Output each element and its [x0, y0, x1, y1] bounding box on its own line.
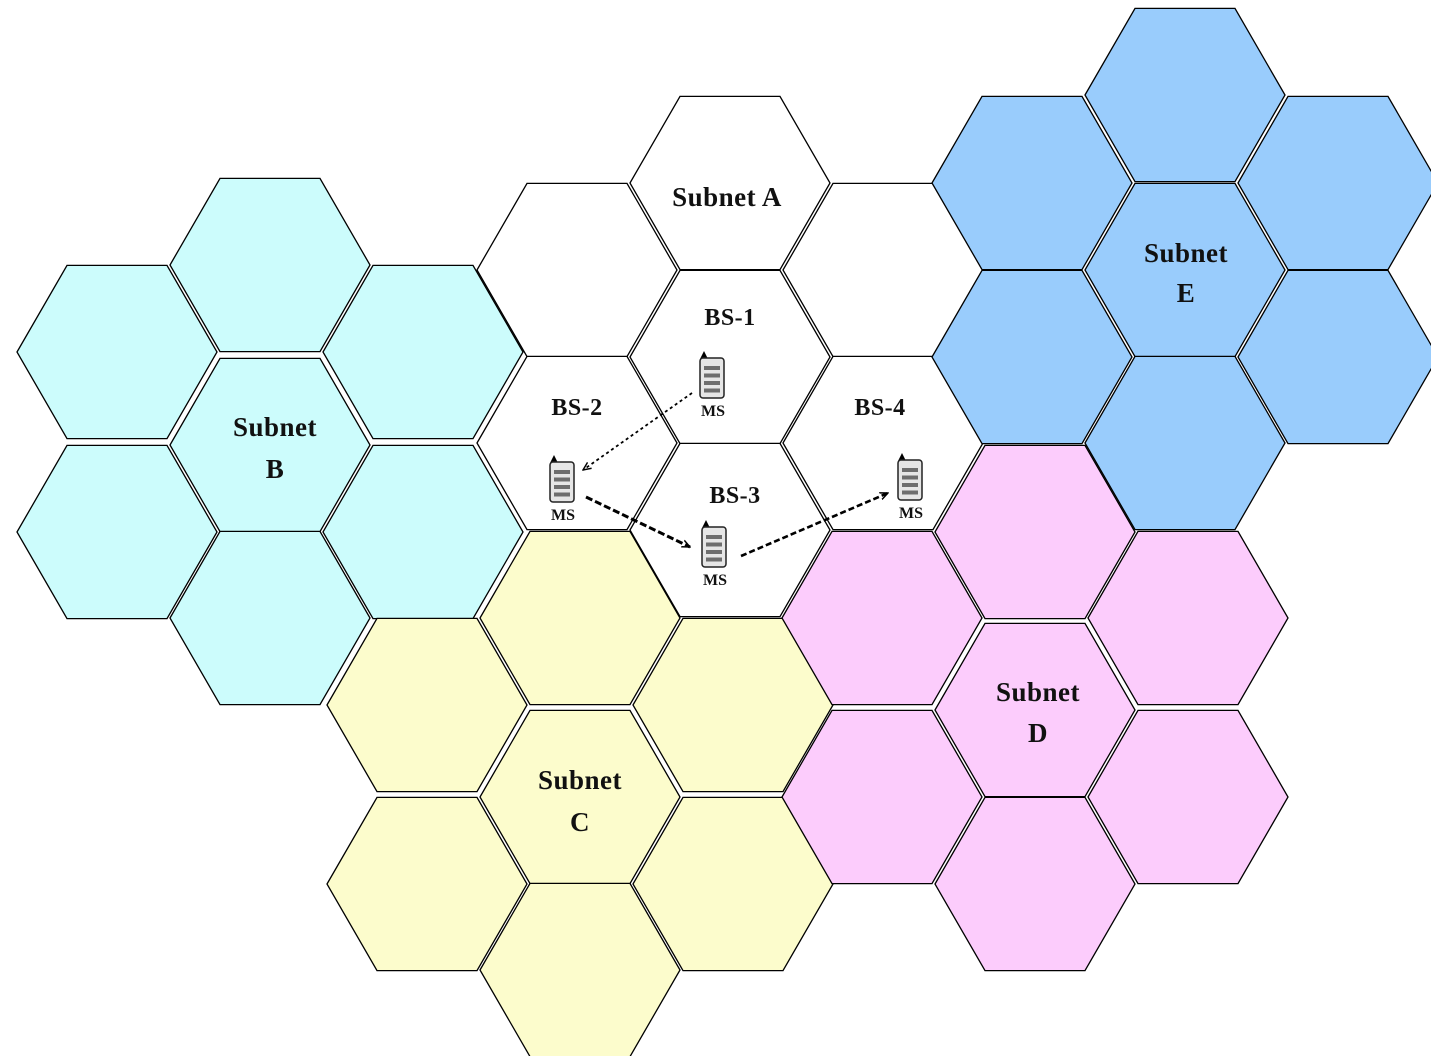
subnet-c-cell	[479, 882, 681, 1056]
subnet-a-label-group: Subnet A	[672, 182, 782, 212]
subnet-c-letter: C	[570, 807, 590, 837]
subnet-c-label: Subnet	[538, 765, 622, 795]
subnet-b-label-group: Subnet B	[233, 412, 317, 484]
subnet-d-cell	[1087, 530, 1289, 706]
subnet-d-cell	[934, 796, 1136, 972]
ms-label: MS	[551, 507, 575, 524]
mobile-station: MS	[897, 453, 923, 522]
bs-3-cell	[629, 442, 831, 618]
bs-3-label: BS-3	[709, 483, 760, 509]
subnet-d-cell	[1087, 709, 1289, 885]
subnet-c-cell	[326, 617, 528, 793]
mobile-station: MS	[699, 351, 725, 420]
subnet-c-label-group: Subnet C	[538, 765, 622, 837]
subnet-b-label: Subnet	[233, 412, 317, 442]
ms-label: MS	[701, 403, 725, 420]
ms-label: MS	[899, 505, 923, 522]
subnet-b-cell	[169, 530, 371, 706]
mobile-station: MS	[701, 520, 727, 589]
subnet-d-letter: D	[1028, 718, 1048, 748]
mobile-station-icon	[549, 455, 575, 503]
ms-label: MS	[703, 572, 727, 589]
subnet-b-cell	[322, 444, 524, 620]
subnet-b-cell	[322, 264, 524, 440]
movement-arrow-bs2-to-bs3	[585, 495, 690, 549]
subnet-c-cell	[479, 530, 681, 706]
subnet-e-label-group: Subnet E	[1144, 238, 1228, 308]
bs-1-label: BS-1	[704, 305, 755, 331]
bs-2-label: BS-2	[551, 395, 602, 421]
subnet-d-cell	[934, 622, 1136, 798]
subnet-d-label: Subnet	[996, 677, 1080, 707]
mobile-station-icon	[701, 520, 727, 568]
bs-4-label: BS-4	[854, 395, 905, 421]
hex-cell-grid	[16, 7, 1431, 1056]
subnet-d-cell	[781, 530, 983, 706]
subnet-e-cell	[1084, 7, 1286, 183]
subnet-e-label: Subnet	[1144, 238, 1228, 268]
subnet-e-cell	[1237, 95, 1431, 271]
subnet-c-cell	[326, 796, 528, 972]
subnet-e-cell	[931, 269, 1133, 445]
subnet-d-label-group: Subnet D	[996, 677, 1080, 748]
subnet-e-cell	[1237, 269, 1431, 445]
subnet-b-cell	[169, 177, 371, 353]
subnet-d-cell	[934, 444, 1136, 620]
bs-2-cell	[476, 355, 678, 531]
subnet-e-letter: E	[1177, 278, 1196, 308]
subnet-a-cell	[629, 95, 831, 271]
mobile-station-icon	[699, 351, 725, 399]
subnet-b-cell	[16, 444, 218, 620]
subnet-e-cell	[931, 95, 1133, 271]
mobile-station-icon	[897, 453, 923, 501]
subnet-b-cell	[16, 264, 218, 440]
subnet-a-label: Subnet A	[672, 182, 782, 212]
mobile-station: MS	[549, 455, 575, 524]
subnet-e-cell	[1084, 355, 1286, 531]
mobile-stations: MS MS MS MS	[549, 351, 923, 589]
subnet-d-cell	[781, 709, 983, 885]
subnet-b-letter: B	[266, 454, 285, 484]
movement-arrow-bs1-to-bs2	[583, 392, 693, 470]
